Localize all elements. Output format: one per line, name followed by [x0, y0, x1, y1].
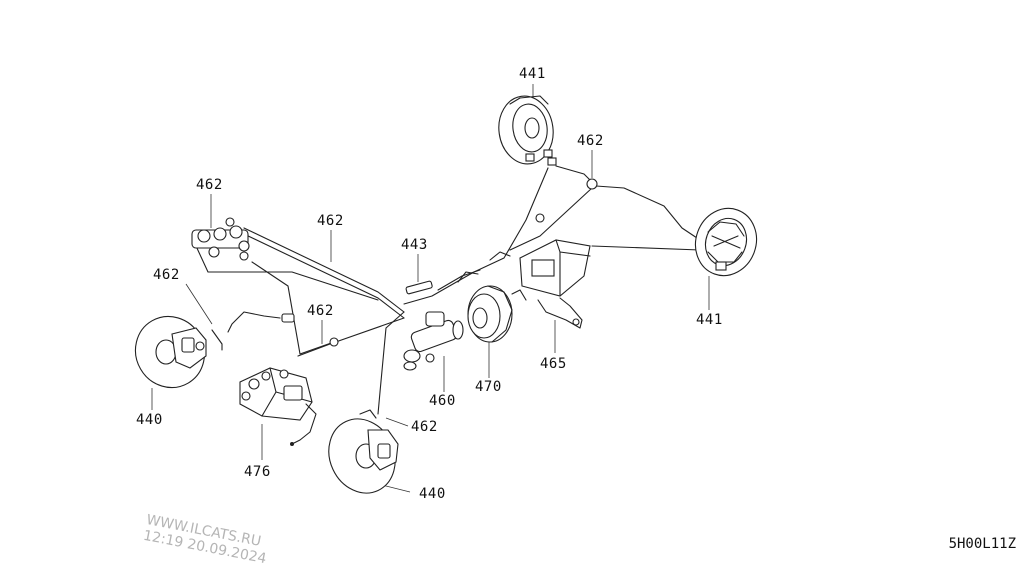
brake-pipes — [195, 165, 701, 415]
disc-brake-bottom — [328, 409, 399, 494]
callout-440-bottom[interactable]: 440 — [419, 486, 446, 502]
callout-462-left[interactable]: 462 — [153, 267, 180, 283]
disc-brake-left — [134, 315, 207, 389]
callout-441-top[interactable]: 441 — [519, 66, 546, 82]
callout-462-top-right[interactable]: 462 — [577, 133, 604, 149]
callout-441-right[interactable]: 441 — [696, 312, 723, 328]
brake-junction-block — [191, 217, 250, 261]
callout-462-center[interactable]: 462 — [317, 213, 344, 229]
leader-lines — [151, 84, 710, 493]
callout-460[interactable]: 460 — [429, 393, 456, 409]
drum-brake-top — [498, 95, 557, 166]
callout-462-bottom[interactable]: 462 — [411, 419, 438, 435]
callout-462-top-left[interactable]: 462 — [196, 177, 223, 193]
brake-booster-470 — [467, 285, 513, 343]
drum-brake-right — [694, 207, 758, 277]
callout-465[interactable]: 465 — [540, 356, 567, 372]
master-cylinder — [403, 311, 464, 371]
callout-476[interactable]: 476 — [244, 464, 271, 480]
brake-booster-unit — [511, 239, 591, 329]
callout-462-mid[interactable]: 462 — [307, 303, 334, 319]
abs-actuator — [239, 367, 317, 446]
callout-440-left[interactable]: 440 — [136, 412, 163, 428]
callout-443[interactable]: 443 — [401, 237, 428, 253]
callout-470[interactable]: 470 — [475, 379, 502, 395]
diagram-code: 5H00L11Z — [948, 536, 1016, 552]
